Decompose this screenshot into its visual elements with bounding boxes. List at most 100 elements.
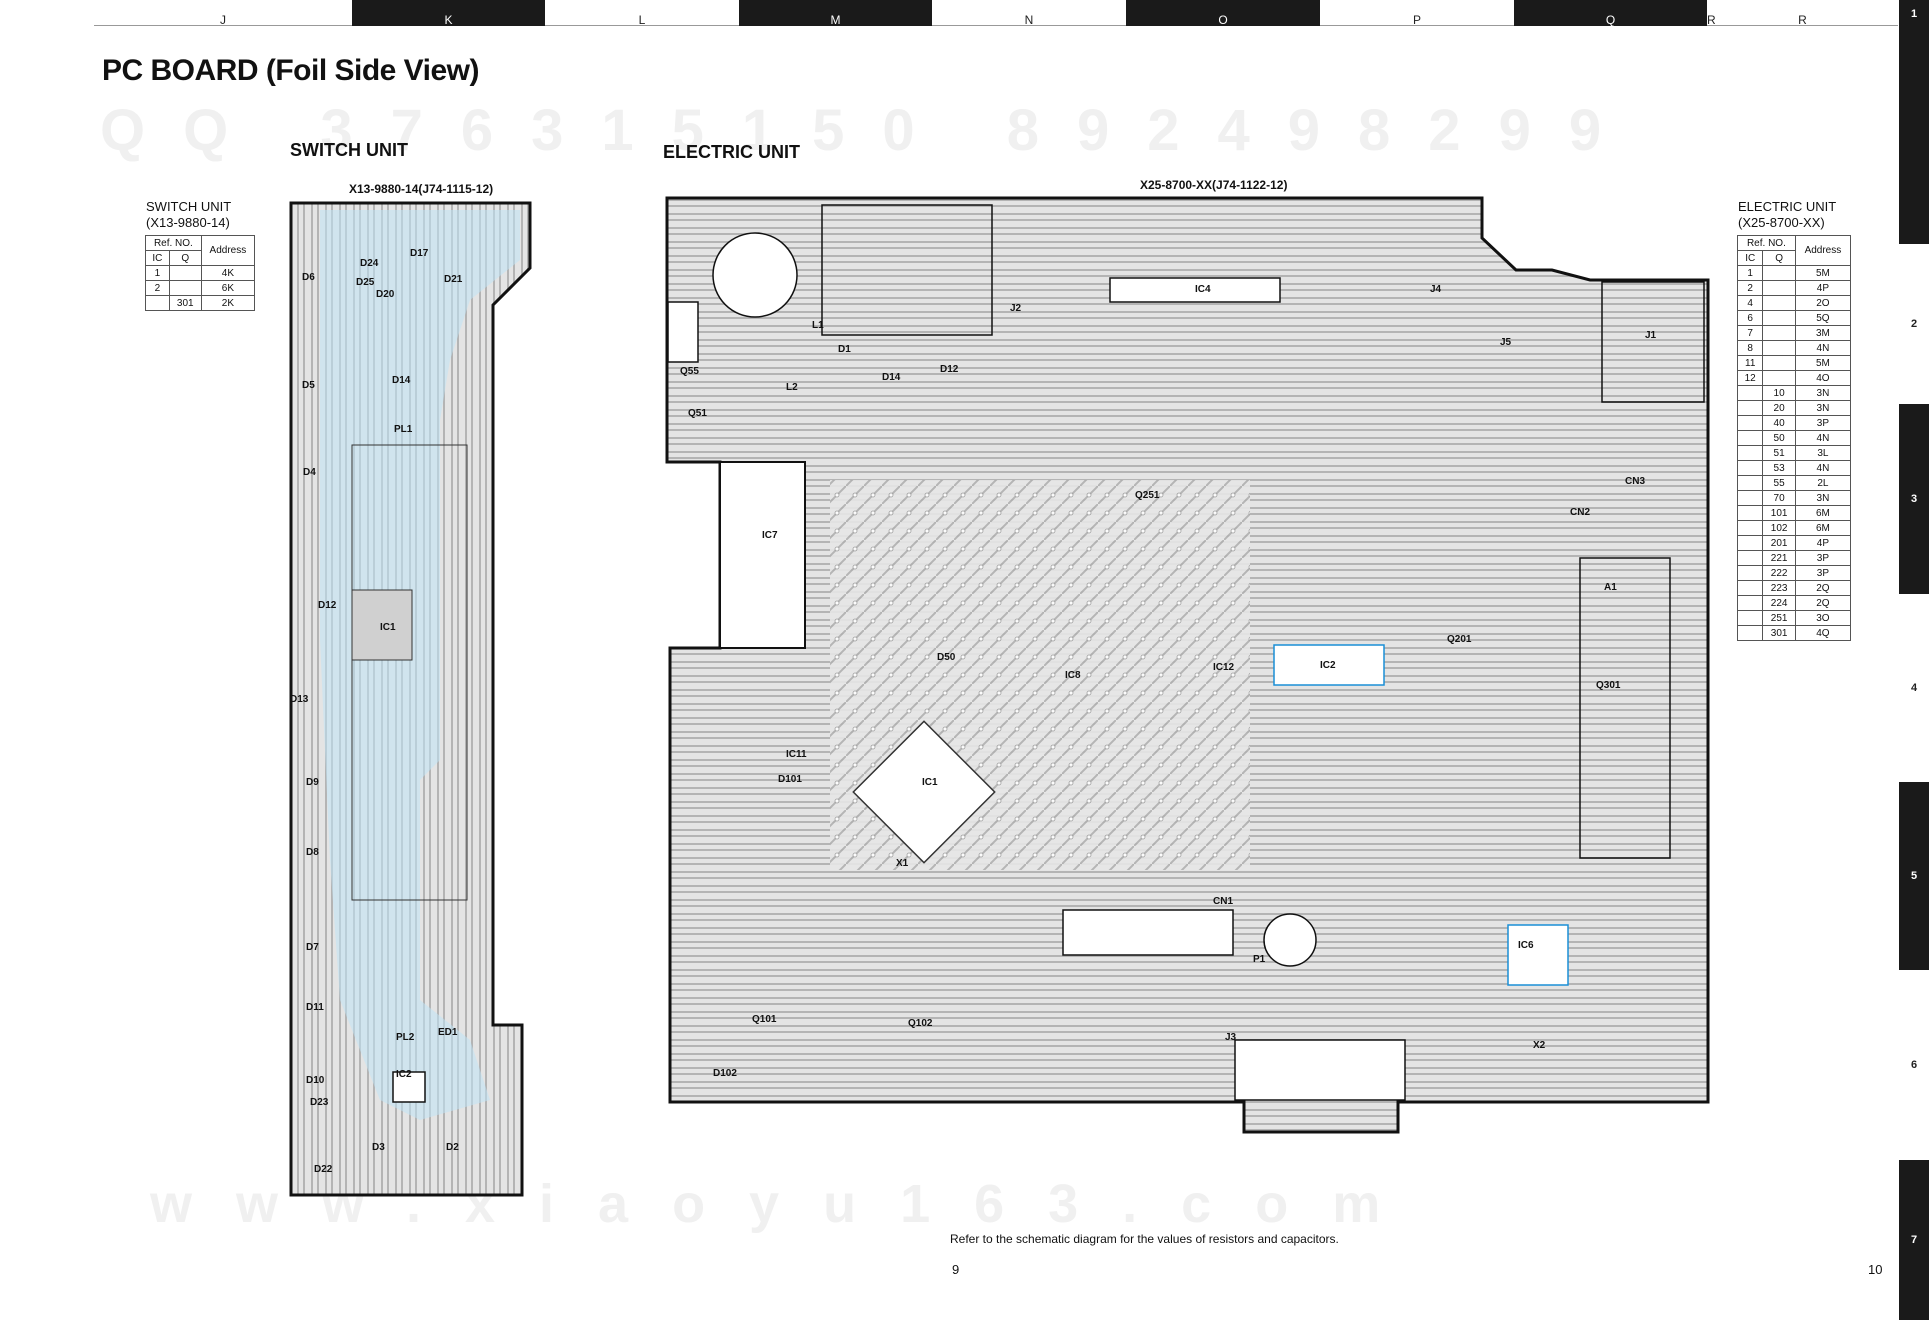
part-label: IC1 [380, 622, 396, 633]
switch-blue-foil [320, 210, 520, 1120]
part-label: J5 [1500, 337, 1512, 348]
row-5: 5 [1899, 782, 1929, 970]
part-label: Q101 [752, 1014, 777, 1025]
col-o: O [1126, 0, 1320, 27]
part-label: A1 [1604, 582, 1617, 593]
electric-board-label: X25-8700-XX(J74-1122-12) [1140, 178, 1288, 192]
part-label: L1 [812, 320, 824, 331]
table-cell-q: 301 [168, 295, 202, 311]
part-label: D50 [937, 652, 956, 663]
part-label: IC6 [1518, 940, 1534, 951]
part-label: D13 [290, 694, 309, 705]
j3-connector [1234, 1039, 1406, 1101]
part-label: D23 [310, 1097, 329, 1108]
ic1-block [852, 720, 996, 864]
row-3: 3 [1899, 404, 1929, 594]
part-label: D14 [392, 375, 411, 386]
ic4-block [1109, 277, 1281, 303]
row-7: 7 [1899, 1160, 1929, 1320]
part-label: D9 [306, 777, 319, 788]
table-cell-address: 4P [1794, 535, 1852, 551]
part-label: D11 [306, 1002, 324, 1013]
footnote: Refer to the schematic diagram for the v… [950, 1232, 1339, 1246]
part-label: IC7 [762, 530, 778, 541]
j1-connector [1601, 281, 1705, 403]
part-label: CN1 [1213, 896, 1233, 907]
part-label: IC12 [1213, 662, 1235, 673]
row-1: 1 [1899, 0, 1929, 28]
switch-ic2 [392, 1071, 426, 1103]
part-label: X2 [1533, 1040, 1546, 1051]
part-label: D10 [306, 1075, 325, 1086]
cn1-connector [1062, 909, 1234, 956]
part-label: D5 [302, 380, 315, 391]
c1-capacitor [712, 232, 798, 318]
table-header-row: Ref. NO. Address [145, 235, 256, 266]
part-label: D8 [306, 847, 319, 858]
part-label: X1 [896, 858, 909, 869]
part-label: CN2 [1570, 507, 1590, 518]
ic6-block [1507, 924, 1569, 986]
part-label: D4 [303, 467, 316, 478]
col-q: Q [1514, 0, 1707, 27]
part-label: Q301 [1596, 680, 1621, 691]
table-cell-q: 223 [1762, 580, 1796, 596]
part-label: D22 [314, 1164, 333, 1175]
part-label: IC11 [786, 749, 807, 760]
part-label: D12 [940, 364, 959, 375]
part-label: Q251 [1135, 490, 1160, 501]
electric-unit-heading: ELECTRIC UNIT [663, 142, 800, 162]
col-k: K [352, 0, 545, 27]
page-number-right: 10 [1868, 1262, 1883, 1277]
part-label: Q51 [688, 408, 707, 419]
column-bar: J K L M N O P Q R [94, 0, 1716, 27]
p1-pot [1263, 913, 1317, 967]
switch-table-title-2: (X13-9880-14) [146, 215, 230, 230]
table-cell-q: 251 [1762, 610, 1796, 626]
part-label: D14 [882, 372, 901, 383]
table-cell-ic: 7 [1736, 325, 1764, 341]
table-cell-ic: 11 [1736, 355, 1764, 371]
part-label: J2 [1010, 303, 1022, 314]
switch-board-label: X13-9880-14(J74-1115-12) [349, 182, 494, 196]
part-label: IC4 [1195, 284, 1211, 295]
switch-unit-heading: SWITCH UNIT [290, 140, 408, 160]
part-label: D21 [444, 274, 463, 285]
part-label: PL1 [394, 424, 413, 435]
col-n: N [932, 0, 1126, 27]
part-label: IC1 [922, 777, 938, 788]
row-2: 2 [1899, 244, 1929, 404]
part-label: Q55 [680, 366, 699, 377]
part-label: D6 [302, 272, 315, 283]
row-4: 4 [1899, 594, 1929, 782]
part-label: D17 [410, 248, 429, 259]
part-label: IC2 [1320, 660, 1336, 671]
part-label: J1 [1645, 330, 1657, 341]
part-label: D3 [372, 1142, 385, 1153]
part-label: P1 [1253, 954, 1266, 965]
electric-table-title-2: (X25-8700-XX) [1738, 215, 1825, 230]
col-j: J [94, 0, 352, 27]
part-label: D1 [838, 344, 851, 355]
j2-connector [821, 204, 993, 336]
electric-table-title: ELECTRIC UNIT (X25-8700-XX) [1738, 199, 1836, 231]
part-label: PL2 [396, 1032, 415, 1043]
table-header-row: IC Q [1736, 250, 1851, 266]
part-label: D24 [360, 258, 379, 269]
switch-ic1 [351, 589, 413, 661]
